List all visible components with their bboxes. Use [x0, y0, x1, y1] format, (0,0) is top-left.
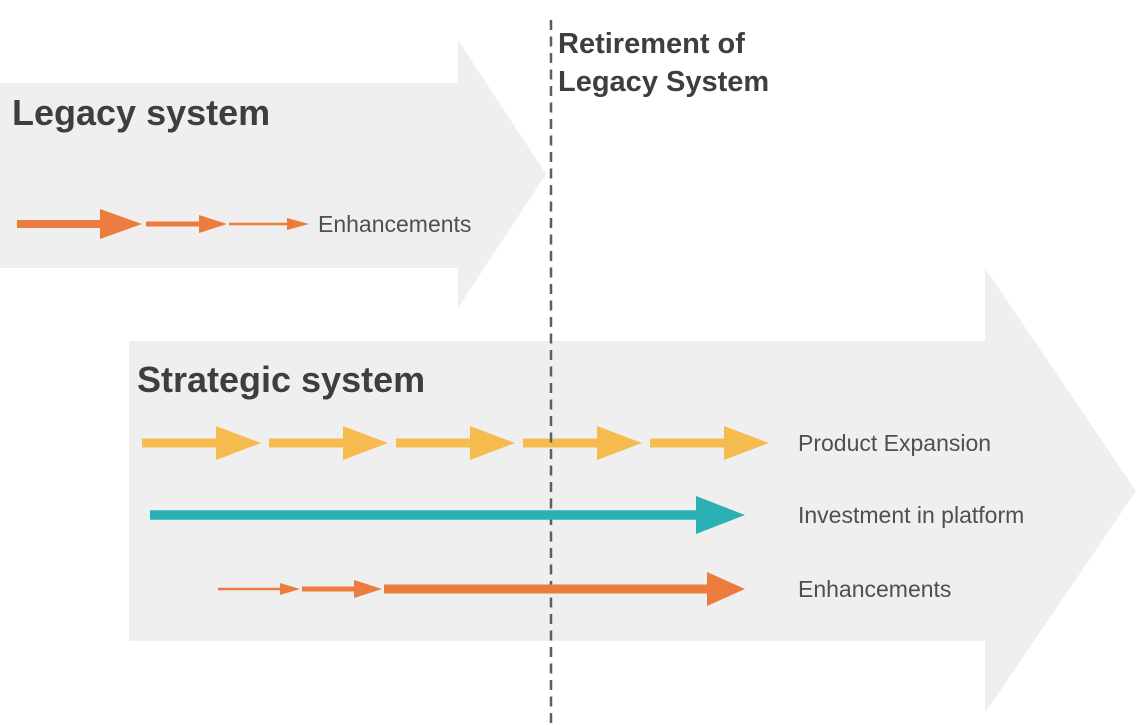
arrow-head [343, 426, 388, 460]
investment-platform-label: Investment in platform [798, 502, 1024, 528]
strategic-system-title: Strategic system [137, 359, 425, 400]
strategic-system-arrow-shape [129, 268, 1136, 713]
investment-platform-arrow [150, 496, 745, 534]
arrow-head [100, 209, 142, 239]
strategic-enhancements-arrows [218, 572, 745, 606]
product-expansion-label: Product Expansion [798, 430, 991, 456]
legacy-enhancements-arrows [17, 209, 309, 239]
arrow-head [287, 218, 309, 230]
arrow-head [216, 426, 261, 460]
arrow-head [696, 496, 745, 534]
retirement-label-line1: Retirement of [558, 28, 745, 60]
arrow-head [199, 215, 227, 233]
product-expansion-arrows [142, 426, 769, 460]
strategic-enhancements-label: Enhancements [798, 576, 951, 602]
legacy-system-arrow-shape [0, 40, 546, 308]
arrow-head [354, 580, 382, 598]
legacy-system-title: Legacy system [12, 92, 270, 133]
arrow-head [597, 426, 642, 460]
arrow-head [707, 572, 745, 606]
legacy-enhancements-label: Enhancements [318, 211, 471, 237]
arrow-head [724, 426, 769, 460]
arrow-head [280, 583, 300, 595]
retirement-label-line2: Legacy System [558, 66, 769, 98]
arrow-head [470, 426, 515, 460]
